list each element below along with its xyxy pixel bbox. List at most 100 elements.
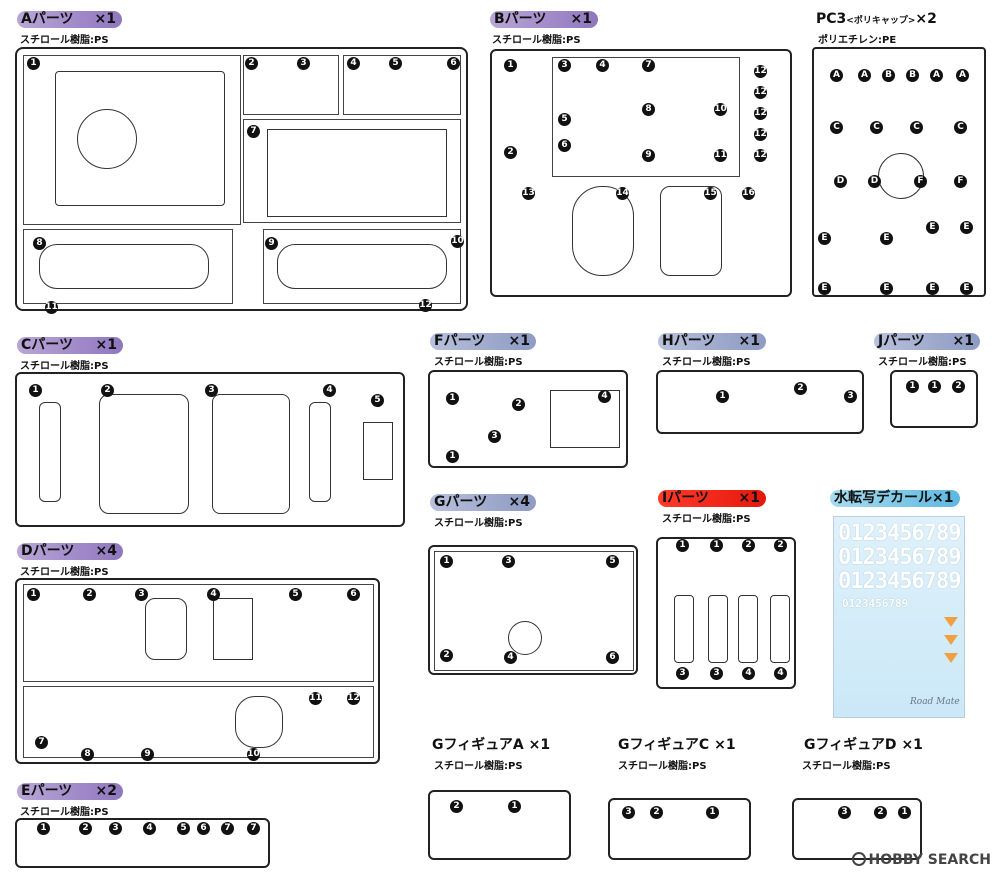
material-h: スチロール樹脂:PS: [662, 357, 751, 368]
part-number: 4: [598, 390, 611, 403]
part-number: 2: [450, 800, 463, 813]
part-number: 10: [247, 748, 260, 761]
section-label: Fパーツ: [434, 333, 486, 349]
section-qty: ×1: [714, 737, 736, 753]
runner-e: 1 2 3 4 5 6 7 7: [15, 818, 270, 868]
part-number: C: [954, 121, 967, 134]
decal-brand: Road Mate: [910, 697, 960, 707]
section-sub: <ポリキャップ>: [846, 16, 916, 26]
runner-d: 1 2 3 4 5 6 7 8 9 10 11 12: [15, 578, 380, 764]
section-qty: ×1: [94, 11, 116, 27]
part-number: 10: [451, 235, 464, 248]
part-number: 1: [898, 806, 911, 819]
watermark-text: HOBBY SEARCH: [868, 852, 991, 868]
part-number: 3: [488, 430, 501, 443]
part-i4: [738, 595, 758, 663]
part-a8-frame: [23, 229, 233, 304]
part-number: 12: [754, 128, 767, 141]
decal-numbers: 0123456789: [838, 521, 961, 546]
section-qty: ×4: [508, 494, 530, 510]
runner-g: 1 2 3 4 5 6: [428, 545, 638, 675]
part-number: 4: [207, 588, 220, 601]
part-number: A: [930, 69, 943, 82]
decal-numbers: 0123456789: [838, 545, 961, 570]
part-number: 1: [710, 539, 723, 552]
part-number: 2: [101, 384, 114, 397]
part-number: 1: [716, 390, 729, 403]
section-label: Dパーツ: [21, 543, 75, 559]
part-number: 8: [33, 237, 46, 250]
part-a1-frame: [23, 55, 241, 225]
part-number: 12: [347, 692, 360, 705]
part-a2-frame: [243, 55, 339, 115]
part-number: 9: [141, 748, 154, 761]
part-number: 7: [35, 736, 48, 749]
part-number: 10: [714, 103, 727, 116]
material-f: スチロール樹脂:PS: [434, 357, 523, 368]
part-number: 6: [347, 588, 360, 601]
runner-j: 1 1 2: [890, 370, 978, 428]
part-number: D: [868, 175, 881, 188]
section-header-gd: GフィギュアD ×1: [800, 737, 940, 754]
part-number: E: [926, 221, 939, 234]
part-number: 13: [522, 187, 535, 200]
section-header-i: Iパーツ ×1: [658, 490, 766, 507]
part-d10: [235, 696, 283, 748]
part-number: E: [880, 232, 893, 245]
part-number: 8: [81, 748, 94, 761]
material-i: スチロール樹脂:PS: [662, 514, 751, 525]
part-number: A: [956, 69, 969, 82]
part-number: 7: [247, 125, 260, 138]
material-gd: スチロール樹脂:PS: [802, 761, 891, 772]
part-number: 1: [676, 539, 689, 552]
part-number: 4: [143, 822, 156, 835]
part-c5: [363, 422, 393, 480]
section-label: Iパーツ: [662, 490, 709, 506]
part-number: 5: [371, 394, 384, 407]
section-label: Cパーツ: [21, 337, 73, 353]
part-number: C: [870, 121, 883, 134]
part-number: 5: [558, 113, 571, 126]
part-c4: [309, 402, 331, 502]
part-number: A: [830, 69, 843, 82]
section-qty: ×2: [95, 783, 117, 799]
part-number: 12: [754, 65, 767, 78]
part-number: 1: [27, 588, 40, 601]
part-number: 3: [205, 384, 218, 397]
section-header-f: Fパーツ ×1: [430, 333, 536, 350]
material-g: スチロール樹脂:PS: [434, 518, 523, 529]
part-number: 1: [440, 555, 453, 568]
part-number: 3: [297, 57, 310, 70]
material-gc: スチロール樹脂:PS: [618, 761, 707, 772]
material-c: スチロール樹脂:PS: [20, 361, 109, 372]
part-c2: [99, 394, 189, 514]
part-number: 3: [844, 390, 857, 403]
part-number: 8: [642, 103, 655, 116]
section-label: Gパーツ: [434, 494, 488, 510]
section-header-pc3: PC3<ポリキャップ>×2: [814, 11, 954, 28]
part-number: 4: [323, 384, 336, 397]
part-b-grid: [552, 57, 740, 177]
part-a9-frame: [263, 229, 461, 304]
part-number: E: [960, 282, 973, 295]
part-number: 2: [245, 57, 258, 70]
section-label: Aパーツ: [21, 11, 74, 27]
part-b14: [572, 186, 634, 276]
part-a7-frame: [243, 119, 461, 223]
part-i3: [674, 595, 694, 663]
part-number: 2: [952, 380, 965, 393]
part-number: 4: [742, 667, 755, 680]
part-number: D: [834, 175, 847, 188]
section-header-e: Eパーツ ×2: [17, 783, 123, 800]
part-number: B: [906, 69, 919, 82]
section-qty: ×1: [528, 737, 551, 753]
part-number: 3: [135, 588, 148, 601]
section-label: GフィギュアD: [804, 737, 897, 753]
part-g4: [508, 621, 542, 655]
runner-b: 1 2 3 4 5 6 7 8 9 10 11 12 12 12 12 12 1…: [490, 49, 792, 297]
part-number: 1: [27, 57, 40, 70]
part-number: 3: [558, 59, 571, 72]
part-number: F: [954, 175, 967, 188]
part-number: 2: [774, 539, 787, 552]
part-number: 11: [309, 692, 322, 705]
